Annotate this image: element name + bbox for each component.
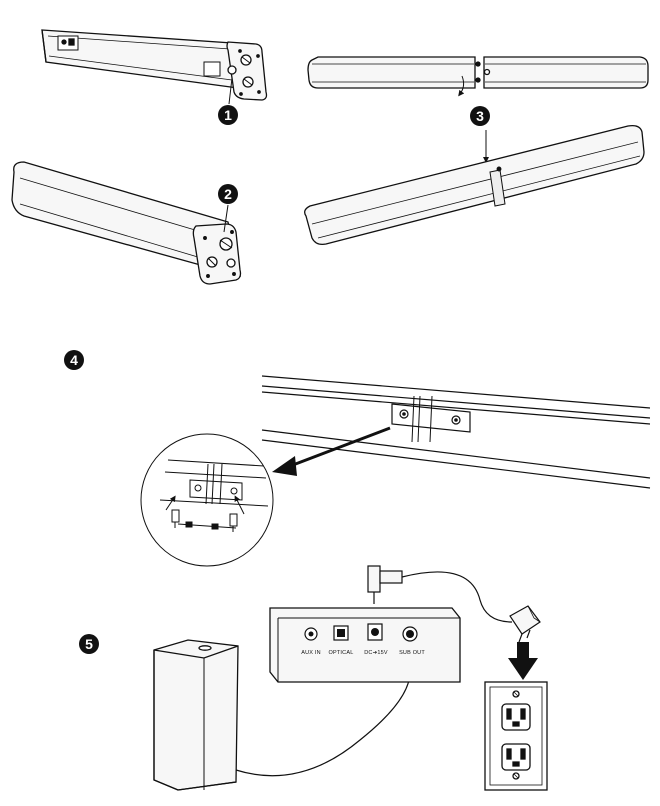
sub-out-port <box>402 626 418 642</box>
subwoofer-cable <box>235 671 411 777</box>
power-adapter <box>509 605 541 643</box>
step1-soundbar <box>41 29 268 101</box>
step2-number: 2 <box>224 186 232 202</box>
step4-badge: 4 <box>64 350 84 370</box>
step3-badge: 3 <box>470 106 490 126</box>
step5-badge: 5 <box>79 634 99 654</box>
step4-number: 4 <box>70 352 78 368</box>
step4-zoom-arrow-head <box>272 456 297 476</box>
step3-joined-soundbar <box>304 124 645 246</box>
step2-leader-line <box>223 204 229 233</box>
step1-leader-line <box>228 77 233 105</box>
step4-zoom-arrow-shaft <box>284 426 391 470</box>
step3-rotate-arrow <box>458 75 465 97</box>
power-cable <box>401 571 513 623</box>
step2-soundbar <box>11 161 242 285</box>
step4-mounted-soundbar <box>261 375 651 489</box>
step1-number: 1 <box>224 107 232 123</box>
dc-plug <box>367 565 403 604</box>
step3-number: 3 <box>476 108 484 124</box>
step4-detail-circle <box>140 433 274 567</box>
step5-number: 5 <box>85 636 93 652</box>
optical-label: OPTICAL <box>329 650 354 656</box>
dc-in-port <box>367 623 383 641</box>
aux-in-port <box>304 627 318 641</box>
rear-panel <box>269 607 461 683</box>
sub-out-label: SUB OUT <box>399 650 425 656</box>
step3-bar-right-half <box>475 56 649 89</box>
wall-outlet <box>484 681 548 791</box>
optical-port <box>333 625 349 641</box>
step1-badge: 1 <box>218 105 238 125</box>
subwoofer <box>153 639 239 791</box>
step2-badge: 2 <box>218 184 238 204</box>
plug-in-arrow <box>508 642 538 680</box>
dc-in-label: DC➔15V <box>364 650 388 656</box>
step3-bar-left-half <box>307 56 476 89</box>
aux-in-label: AUX IN <box>301 650 321 656</box>
